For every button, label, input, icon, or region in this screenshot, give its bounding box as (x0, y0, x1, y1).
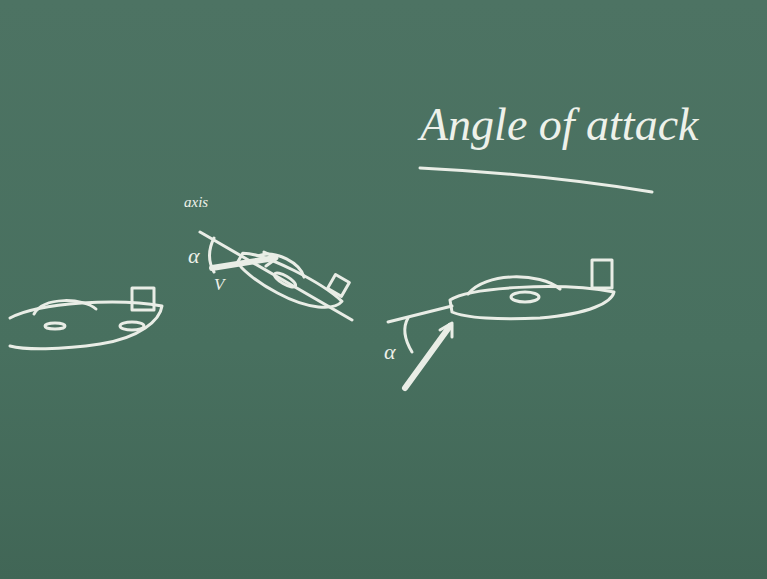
title-underline (420, 168, 652, 192)
angle-symbol: α (384, 340, 396, 364)
angle-symbol: α (188, 244, 200, 268)
airplane-right (450, 260, 614, 319)
board-title: Angle of attack (420, 100, 698, 151)
arrow-head (264, 252, 277, 266)
arrow-head (440, 323, 452, 337)
angle-arc (405, 318, 412, 352)
airplane-level (10, 288, 162, 349)
velocity-label: V (214, 276, 224, 295)
airplane-tilted (234, 229, 352, 323)
axis-label: axis (184, 194, 208, 211)
axis-line (388, 306, 452, 322)
velocity-arrow (405, 326, 450, 388)
